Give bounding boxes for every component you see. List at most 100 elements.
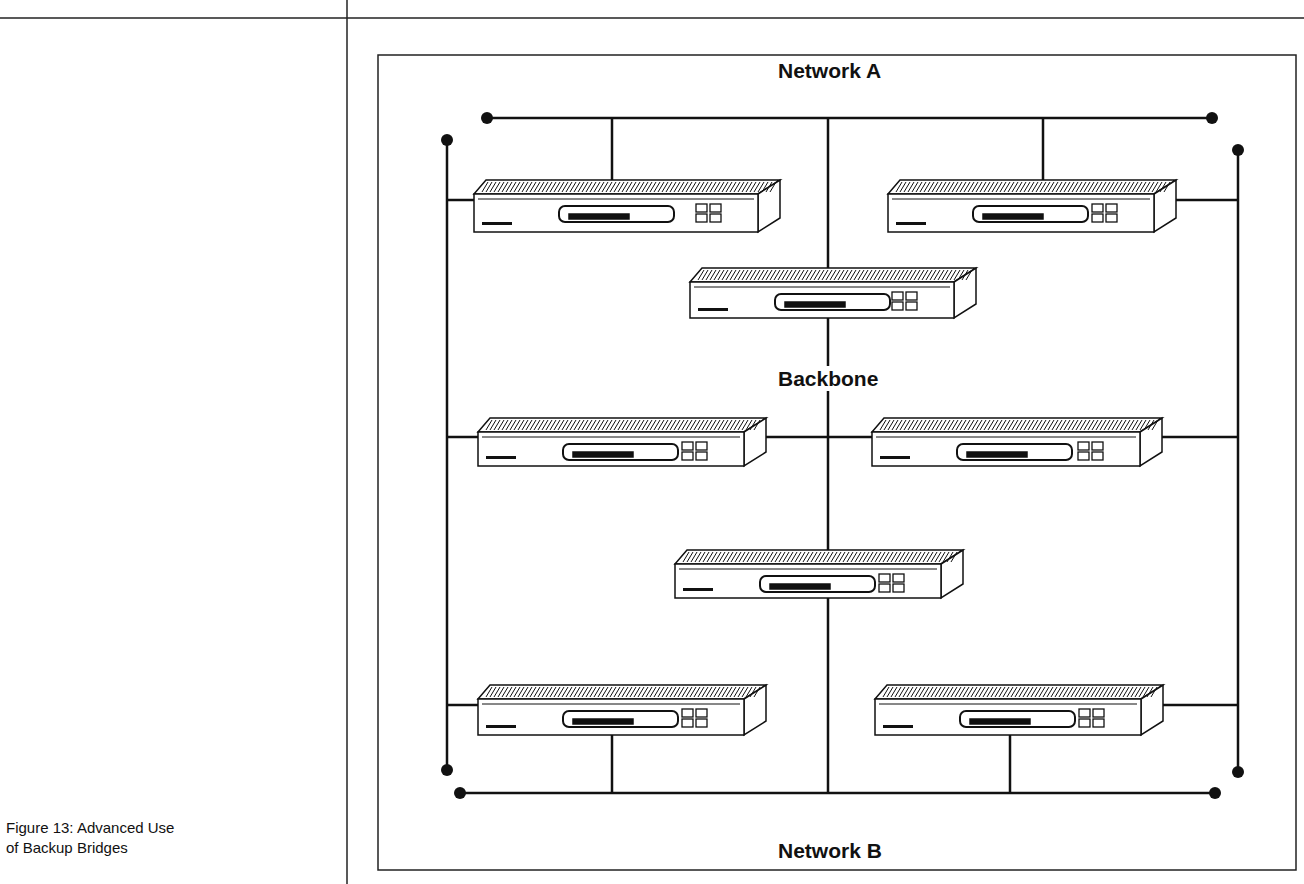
bridge-front bbox=[872, 432, 1140, 466]
bridge-badge bbox=[683, 588, 713, 591]
bridge-port bbox=[1092, 442, 1103, 450]
bridge-side bbox=[744, 685, 766, 735]
bridge-front bbox=[675, 564, 941, 598]
bridge-port bbox=[710, 204, 721, 212]
bridge-top bbox=[875, 685, 1163, 699]
bridge-vents bbox=[896, 182, 1170, 192]
bridge-device bbox=[474, 180, 780, 232]
bridge-port bbox=[1078, 442, 1089, 450]
bridge-port bbox=[1106, 214, 1117, 222]
drop-cable bbox=[447, 704, 482, 707]
bridge-front bbox=[478, 699, 744, 735]
bridge-port bbox=[696, 204, 707, 212]
bridge-top bbox=[690, 268, 976, 282]
bridge-top bbox=[675, 550, 963, 564]
bridge-vents bbox=[683, 552, 957, 562]
bridge-slot bbox=[559, 206, 674, 222]
drop-cable bbox=[611, 118, 614, 190]
bridge-badge bbox=[880, 456, 910, 459]
bridge-vents bbox=[698, 270, 972, 280]
bridge-vents bbox=[486, 687, 760, 697]
bridge-side bbox=[941, 550, 963, 598]
bridge-badge bbox=[896, 222, 926, 225]
bridge-port bbox=[1092, 452, 1103, 460]
bridge-trim bbox=[482, 437, 740, 438]
bridge-slot bbox=[775, 294, 890, 310]
bridge-port bbox=[879, 574, 890, 582]
bridge-device bbox=[875, 685, 1163, 735]
bridge-display bbox=[785, 302, 845, 307]
bridge-top bbox=[872, 418, 1162, 432]
bridge-front bbox=[875, 699, 1141, 735]
backbone-bus bbox=[827, 118, 830, 793]
bridge-badge bbox=[883, 725, 913, 728]
bridge-badge bbox=[486, 725, 516, 728]
terminator-dot bbox=[1232, 144, 1244, 156]
network-bus bbox=[487, 117, 1212, 120]
bridge-port bbox=[879, 584, 890, 592]
bridge-badge bbox=[486, 456, 516, 459]
drop-cable bbox=[1042, 118, 1045, 190]
drop-cable bbox=[447, 436, 482, 439]
bridge-port bbox=[696, 452, 707, 460]
bridge-device bbox=[478, 418, 766, 466]
bridge-port bbox=[906, 292, 917, 300]
bridge-trim bbox=[876, 437, 1136, 438]
bridge-vents bbox=[883, 687, 1157, 697]
bridge-slot bbox=[957, 444, 1072, 460]
bridge-vents bbox=[880, 420, 1158, 430]
bridge-badge bbox=[482, 222, 512, 225]
bridge-port bbox=[696, 442, 707, 450]
drop-cable bbox=[1170, 199, 1238, 202]
network-bus bbox=[1237, 150, 1240, 772]
bridge-device bbox=[888, 180, 1176, 232]
bridge-display bbox=[970, 719, 1030, 724]
network-bus bbox=[446, 140, 449, 770]
bridge-device bbox=[478, 685, 766, 735]
bridge-port bbox=[1093, 709, 1104, 717]
figure-frame bbox=[378, 55, 1296, 870]
drop-cable bbox=[1155, 436, 1238, 439]
bridge-port bbox=[1079, 709, 1090, 717]
bridge-slot bbox=[960, 711, 1075, 727]
network-label: Backbone bbox=[774, 366, 882, 391]
bridge-port bbox=[892, 302, 903, 310]
bridge-port bbox=[696, 709, 707, 717]
bridge-display bbox=[770, 584, 830, 589]
bridge-top bbox=[478, 418, 766, 432]
bridge-device bbox=[690, 268, 976, 318]
bridge-port bbox=[696, 214, 707, 222]
network-label: Network A bbox=[774, 58, 885, 83]
bridge-front bbox=[690, 282, 954, 318]
bridge-device bbox=[675, 550, 963, 598]
bridge-side bbox=[744, 418, 766, 466]
page-rule bbox=[346, 0, 348, 884]
bridge-front bbox=[478, 432, 744, 466]
bridge-trim bbox=[478, 199, 754, 200]
bridge-vents bbox=[486, 420, 760, 430]
network-bus bbox=[460, 792, 1215, 795]
bridge-slot bbox=[973, 206, 1088, 222]
bridge-vents bbox=[482, 182, 776, 192]
bridge-port bbox=[893, 584, 904, 592]
bridge-slot bbox=[760, 576, 875, 592]
bridge-display bbox=[573, 719, 633, 724]
bridge-slot bbox=[563, 444, 678, 460]
drop-cable bbox=[760, 436, 878, 439]
bridge-port bbox=[696, 719, 707, 727]
bridge-top bbox=[478, 685, 766, 699]
page-rule bbox=[0, 17, 1304, 19]
bridge-display bbox=[573, 452, 633, 457]
bridge-display bbox=[569, 214, 629, 219]
terminator-dot bbox=[441, 764, 453, 776]
bridge-display bbox=[967, 452, 1027, 457]
bridge-trim bbox=[694, 287, 950, 288]
bridge-port bbox=[1092, 204, 1103, 212]
bridge-trim bbox=[879, 704, 1137, 705]
network-cables bbox=[447, 118, 1238, 793]
bridge-port bbox=[682, 719, 693, 727]
bridge-port bbox=[893, 574, 904, 582]
bridge-port bbox=[710, 214, 721, 222]
bridge-port bbox=[1093, 719, 1104, 727]
bridge-trim bbox=[482, 704, 740, 705]
